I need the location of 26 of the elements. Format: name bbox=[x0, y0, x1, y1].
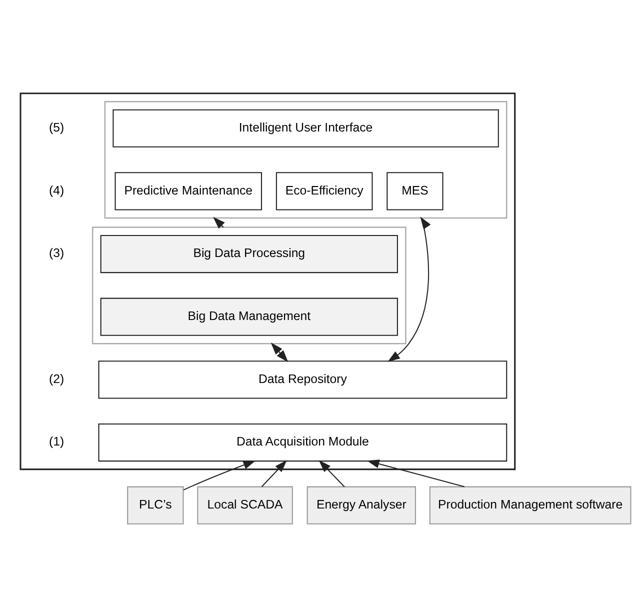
label: (3) bbox=[48, 246, 64, 260]
label: (2) bbox=[48, 371, 64, 386]
node-box: Big Data Management bbox=[100, 297, 398, 336]
node-box: PLC’s bbox=[127, 486, 184, 524]
label: (5) bbox=[48, 120, 64, 134]
cluster bbox=[104, 100, 508, 218]
label: (1) bbox=[48, 434, 64, 448]
arrow bbox=[388, 216, 431, 362]
node-box: MES bbox=[386, 172, 444, 210]
arrow bbox=[183, 460, 256, 490]
node-box: Energy Analyser bbox=[306, 486, 416, 524]
node-box: Intelligent User Interface bbox=[112, 108, 499, 147]
arrow bbox=[366, 459, 465, 487]
node-box: Data Acquisition Module bbox=[98, 422, 508, 462]
node-box: Data Repository bbox=[98, 360, 508, 398]
node-box: Production Management software bbox=[429, 486, 632, 524]
label: (4) bbox=[48, 182, 64, 197]
arrow bbox=[318, 460, 345, 487]
arrow bbox=[213, 216, 225, 228]
node-box: Local SCADA bbox=[197, 486, 293, 524]
arrow bbox=[261, 460, 287, 487]
node-box: Predictive Maintenance bbox=[114, 172, 262, 210]
arrow bbox=[270, 342, 288, 362]
node-box: Eco-Efficiency bbox=[276, 172, 373, 210]
node-box: Big Data Processing bbox=[100, 234, 398, 273]
cluster bbox=[92, 226, 406, 344]
